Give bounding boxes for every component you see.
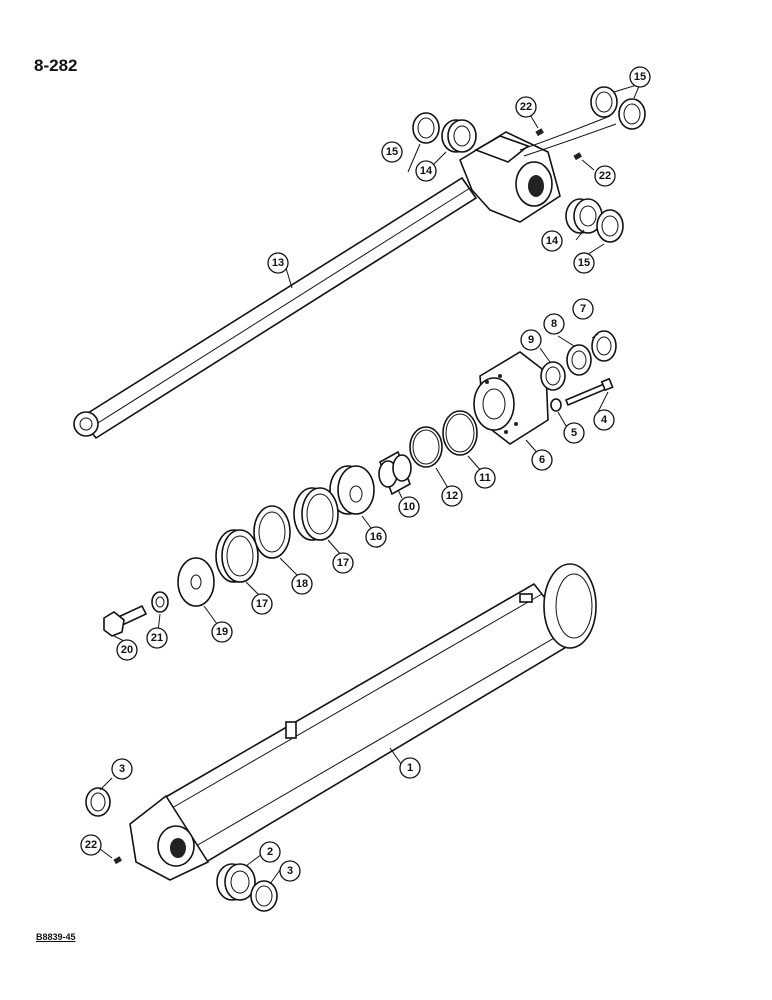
callout-14-lower: 14 bbox=[541, 230, 563, 252]
callout-7: 7 bbox=[572, 298, 594, 320]
svg-text:6: 6 bbox=[539, 454, 545, 466]
callout-18: 18 bbox=[291, 573, 313, 595]
bushing-14-upper bbox=[441, 119, 477, 153]
svg-text:18: 18 bbox=[296, 578, 308, 590]
svg-text:16: 16 bbox=[370, 531, 382, 543]
svg-text:22: 22 bbox=[85, 839, 97, 851]
seals-17-18 bbox=[215, 487, 339, 583]
seal-15-lower bbox=[596, 209, 624, 243]
callout-12: 12 bbox=[441, 485, 463, 507]
callout-21: 21 bbox=[146, 627, 168, 649]
svg-text:22: 22 bbox=[520, 101, 532, 113]
svg-text:20: 20 bbox=[121, 644, 133, 656]
svg-text:14: 14 bbox=[546, 235, 559, 247]
svg-text:13: 13 bbox=[272, 257, 284, 269]
callout-22-right: 22 bbox=[594, 165, 616, 187]
callout-10: 10 bbox=[398, 496, 420, 518]
svg-text:15: 15 bbox=[386, 146, 398, 158]
grease-fittings-22-upper bbox=[535, 128, 582, 161]
callout-13: 13 bbox=[267, 252, 289, 274]
callout-22-bottom: 22 bbox=[80, 834, 102, 856]
svg-text:14: 14 bbox=[420, 165, 433, 177]
svg-text:8: 8 bbox=[551, 318, 557, 330]
page-number: 8-282 bbox=[34, 56, 78, 75]
piston-rod bbox=[73, 176, 478, 440]
svg-text:10: 10 bbox=[403, 501, 415, 513]
svg-text:1: 1 bbox=[407, 762, 413, 774]
callout-19: 19 bbox=[211, 621, 233, 643]
piston-16 bbox=[329, 465, 375, 515]
callout-11: 11 bbox=[474, 467, 496, 489]
svg-text:4: 4 bbox=[601, 414, 608, 426]
nut-19 bbox=[177, 557, 215, 607]
callout-17-right: 17 bbox=[332, 552, 354, 574]
callout-15-top-right: 15 bbox=[629, 66, 651, 88]
svg-text:7: 7 bbox=[580, 303, 586, 315]
svg-text:22: 22 bbox=[599, 170, 611, 182]
callout-1: 1 bbox=[399, 757, 421, 779]
callout-9: 9 bbox=[520, 329, 542, 351]
callout-3-lower: 3 bbox=[279, 860, 301, 882]
svg-text:15: 15 bbox=[578, 257, 590, 269]
cylinder-barrel bbox=[129, 563, 597, 881]
seals-7-8-9 bbox=[540, 330, 617, 391]
callout-15-upper-left: 15 bbox=[381, 141, 403, 163]
svg-text:9: 9 bbox=[528, 334, 534, 346]
svg-text:2: 2 bbox=[267, 846, 273, 858]
callout-20: 20 bbox=[116, 639, 138, 661]
callout-22-top: 22 bbox=[515, 96, 537, 118]
spacer-10 bbox=[378, 450, 412, 496]
capscrew-4-washer-5 bbox=[550, 377, 614, 412]
callout-6: 6 bbox=[531, 449, 553, 471]
svg-text:17: 17 bbox=[256, 598, 268, 610]
rod-eye bbox=[459, 115, 617, 223]
callout-16: 16 bbox=[365, 526, 387, 548]
svg-text:11: 11 bbox=[479, 472, 491, 484]
svg-text:3: 3 bbox=[287, 865, 293, 877]
bolt-20 bbox=[103, 604, 148, 637]
callout-14-upper: 14 bbox=[415, 160, 437, 182]
callout-15-lower: 15 bbox=[573, 252, 595, 274]
o-rings-11-12 bbox=[409, 410, 478, 468]
barrel-end-bushings bbox=[85, 787, 278, 912]
svg-text:12: 12 bbox=[446, 490, 458, 502]
svg-text:5: 5 bbox=[571, 427, 577, 439]
bushing-14-lower bbox=[565, 198, 603, 234]
svg-text:3: 3 bbox=[119, 763, 125, 775]
svg-text:21: 21 bbox=[151, 632, 163, 644]
svg-text:17: 17 bbox=[337, 557, 349, 569]
callout-5: 5 bbox=[563, 422, 585, 444]
svg-text:15: 15 bbox=[634, 71, 646, 83]
figure-code: B8839-45 bbox=[36, 932, 76, 942]
callout-2: 2 bbox=[259, 841, 281, 863]
callout-8: 8 bbox=[543, 313, 565, 335]
seals-15-top-right bbox=[590, 86, 646, 130]
washer-21 bbox=[151, 591, 169, 613]
callout-3-upper: 3 bbox=[111, 758, 133, 780]
seal-15-upper-left bbox=[412, 112, 440, 144]
svg-text:19: 19 bbox=[216, 626, 228, 638]
callout-17-left: 17 bbox=[251, 593, 273, 615]
cylinder-head-6 bbox=[473, 351, 549, 445]
callout-4: 4 bbox=[593, 409, 615, 431]
